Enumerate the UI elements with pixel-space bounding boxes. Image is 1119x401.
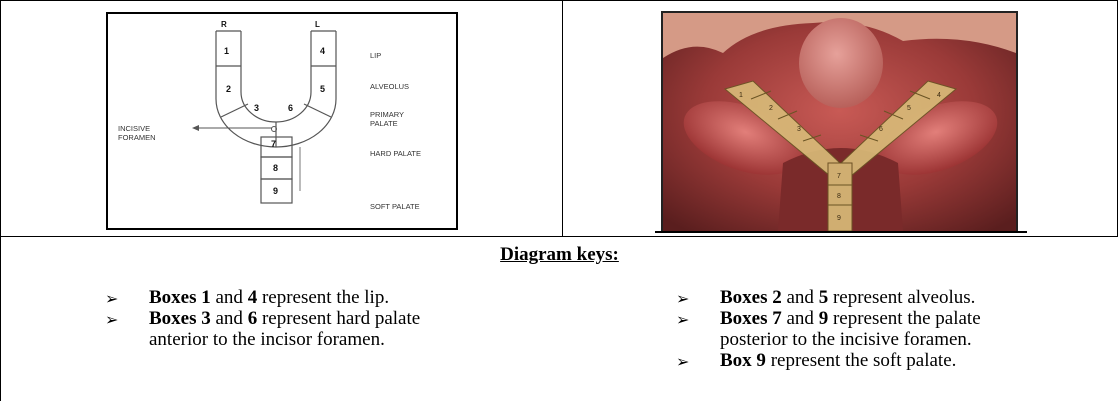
key-bold: Box 9	[720, 350, 766, 371]
diagram-side-left: L	[315, 20, 320, 29]
key-bold: Boxes 2	[720, 287, 782, 308]
key-text: represent the soft palate.	[766, 350, 956, 371]
key-text: represent the lip.	[257, 287, 389, 308]
keys-right-column: ➢ Boxes 2 and 5 represent alveolus. ➢ Bo…	[676, 287, 1116, 371]
key-text: represent hard palate	[257, 308, 420, 329]
key-bold: 6	[248, 308, 258, 329]
photo-box-9: 9	[837, 215, 841, 222]
table-border-left	[0, 0, 1, 401]
key-text: and	[211, 287, 248, 308]
keys-left-column: ➢ Boxes 1 and 4 represent the lip. ➢ Box…	[105, 287, 555, 350]
key-bold: Boxes 1	[149, 287, 211, 308]
photo-box-5: 5	[907, 105, 911, 112]
key-item: ➢ Boxes 1 and 4 represent the lip.	[105, 287, 555, 308]
table-divider	[562, 0, 563, 237]
label-primary-palate-1: PRIMARY	[370, 110, 404, 119]
key-text: and	[782, 287, 819, 308]
key-bold: 9	[819, 308, 829, 329]
table-border-right	[1117, 0, 1118, 237]
photo-box-6: 6	[879, 126, 883, 133]
diagram-box-9: 9	[273, 186, 278, 196]
photo-underline	[655, 231, 1027, 233]
diagram-keys-title: Diagram keys:	[0, 244, 1119, 266]
key-text-continued: anterior to the incisor foramen.	[149, 329, 385, 350]
diagram-box-5: 5	[320, 84, 325, 94]
photo-box-7: 7	[837, 173, 841, 180]
key-item: ➢ Boxes 7 and 9 represent the palate pos…	[676, 308, 1116, 350]
arrow-bullet-icon: ➢	[105, 309, 118, 330]
photo-box-3: 3	[797, 126, 801, 133]
diagram-box-6: 6	[288, 103, 293, 113]
diagram-box-3: 3	[254, 103, 259, 113]
diagram-box-7: 7	[271, 139, 276, 149]
photo-box-4: 4	[937, 92, 941, 99]
label-hard-palate: HARD PALATE	[370, 149, 421, 158]
key-bold: Boxes 7	[720, 308, 782, 329]
cleft-diagram-graphic: 1 2 3 4 5 6 7 8 9 R L LIP ALVEOLUS PRIMA…	[108, 14, 456, 228]
table-border-top	[0, 0, 1118, 1]
diagram-side-right: R	[221, 20, 227, 29]
key-text-continued: posterior to the incisive foramen.	[720, 329, 972, 350]
photo-box-1: 1	[739, 92, 743, 99]
label-soft-palate: SOFT PALATE	[370, 202, 420, 211]
table-row-divider	[0, 236, 1118, 237]
key-text: represent the palate	[828, 308, 980, 329]
label-foramen: FORAMEN	[118, 133, 156, 142]
key-bold: 5	[819, 287, 829, 308]
key-bold: Boxes 3	[149, 308, 211, 329]
photo-box-2: 2	[769, 105, 773, 112]
key-text: and	[782, 308, 819, 329]
diagram-box-1: 1	[224, 46, 229, 56]
cleft-diagram: 1 2 3 4 5 6 7 8 9 R L LIP ALVEOLUS PRIMA…	[106, 12, 458, 230]
label-alveolus: ALVEOLUS	[370, 82, 409, 91]
key-bold: 4	[248, 287, 258, 308]
key-item: ➢ Boxes 2 and 5 represent alveolus.	[676, 287, 1116, 308]
cleft-photo-graphic: 1 2 3 4 5 6 7 8 9	[663, 13, 1016, 231]
arrow-bullet-icon: ➢	[676, 288, 689, 309]
label-lip: LIP	[370, 51, 381, 60]
key-text: and	[211, 308, 248, 329]
key-item: ➢ Boxes 3 and 6 represent hard palate an…	[105, 308, 555, 350]
arrow-bullet-icon: ➢	[676, 351, 689, 372]
diagram-box-8: 8	[273, 163, 278, 173]
arrow-bullet-icon: ➢	[105, 288, 118, 309]
key-item: ➢ Box 9 represent the soft palate.	[676, 350, 1116, 371]
label-primary-palate-2: PALATE	[370, 119, 398, 128]
arrow-bullet-icon: ➢	[676, 309, 689, 330]
clinical-photo: 1 2 3 4 5 6 7 8 9	[661, 11, 1018, 233]
key-text: represent alveolus.	[828, 287, 975, 308]
label-incisive: INCISIVE	[118, 124, 150, 133]
diagram-box-2: 2	[226, 84, 231, 94]
diagram-box-4: 4	[320, 46, 325, 56]
photo-box-8: 8	[837, 193, 841, 200]
